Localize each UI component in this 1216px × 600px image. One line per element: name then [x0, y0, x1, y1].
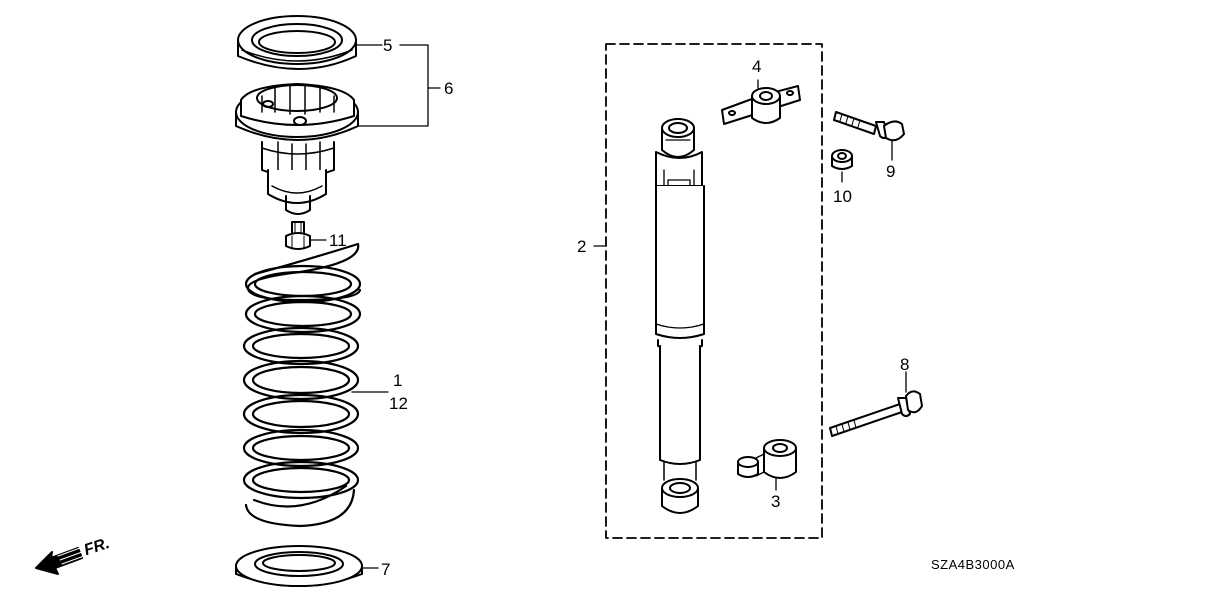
callout-12: 12	[389, 394, 408, 413]
shock-absorber-group-frame	[593, 43, 823, 539]
part-4-mount-bushing	[721, 79, 801, 125]
diagram-code: SZA4B3000A	[931, 557, 1015, 572]
callout-5: 5	[383, 36, 393, 55]
callout-11: 11	[329, 231, 347, 250]
callout-6: 6	[444, 79, 454, 98]
leader-lines-left	[309, 44, 441, 569]
front-direction-arrow-icon	[35, 547, 85, 575]
callout-7: 7	[381, 560, 391, 579]
part-3-bushing	[737, 439, 797, 491]
callout-9: 9	[886, 162, 896, 181]
part-9-flange-bolt	[833, 111, 905, 161]
callout-8: 8	[900, 355, 910, 374]
callout-1: 1	[393, 371, 403, 390]
part-7-lower-spring-seat	[235, 545, 363, 587]
part-5-spring-seat-rubber	[237, 15, 357, 70]
callout-3: 3	[771, 492, 781, 511]
part-6-upper-mount	[235, 83, 359, 215]
callout-10: 10	[833, 187, 852, 206]
callout-2: 2	[577, 237, 587, 256]
part-1-coil-spring	[242, 242, 362, 528]
part-10-flange-nut	[831, 149, 853, 183]
callout-4: 4	[752, 57, 762, 76]
part-2-shock-absorber	[655, 118, 705, 514]
part-8-long-bolt	[829, 371, 923, 437]
part-11-self-locking-nut	[285, 221, 311, 250]
